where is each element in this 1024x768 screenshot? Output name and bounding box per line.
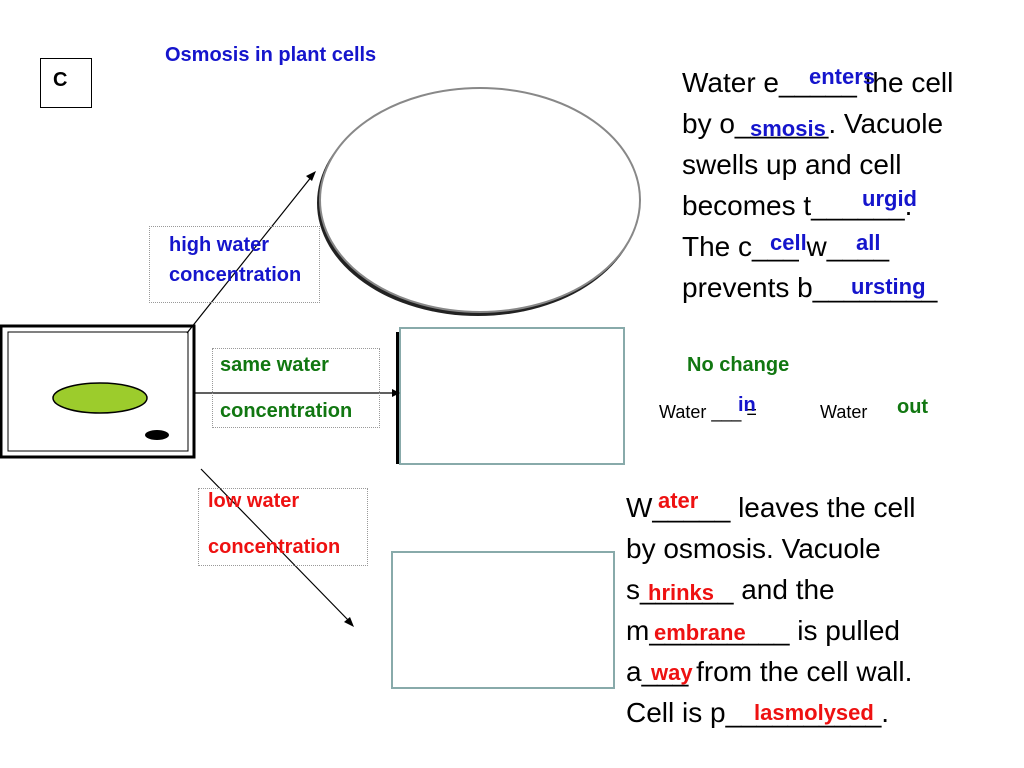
arrow-down-head: [344, 617, 354, 627]
answer-embrane: embrane: [654, 620, 746, 645]
nucleus: [145, 430, 169, 440]
turgid-cell: [319, 87, 641, 313]
answer-ursting: ursting: [851, 274, 926, 299]
same-water-box: [212, 348, 380, 428]
plasmolysed-line-5: a___ from the cell wall.: [626, 656, 913, 687]
arrow-down: [200, 468, 351, 623]
turgid-line-4: becomes t______.: [682, 190, 913, 221]
letter-box: C: [40, 58, 92, 108]
no-change-right: Water: [820, 402, 868, 422]
answer-way: way: [651, 660, 693, 685]
plasmolysed-line-1: W_____ leaves the cell: [626, 492, 916, 523]
answer-enters: enters: [809, 64, 876, 89]
low-water-box: [198, 488, 368, 566]
high-water-line2: concentration: [169, 264, 302, 286]
answer-smosis: smosis: [750, 116, 826, 141]
plasmolysed-line-6: Cell is p__________.: [626, 697, 890, 728]
plasmolysed-cell: [391, 551, 615, 689]
answer-cell: cell: [770, 230, 807, 255]
turgid-line-2: by o______. Vacuole: [682, 108, 944, 139]
same-water-line1: same water: [220, 354, 329, 376]
answer-ater: ater: [658, 488, 699, 513]
turgid-line-6: prevents b________: [682, 272, 938, 303]
low-water-line2: concentration: [208, 536, 341, 558]
turgid-line-5: The c___ w____: [682, 231, 890, 262]
high-water-box: [149, 226, 320, 303]
answer-lasmolysed: lasmolysed: [754, 700, 874, 725]
answer-urgid: urgid: [862, 186, 917, 211]
answer-out: out: [897, 396, 929, 418]
answer-hrinks: hrinks: [648, 580, 715, 605]
no-change-cell-shadow: [396, 332, 400, 464]
no-change-left: Water ___ =: [659, 402, 757, 422]
arrow-up: [186, 175, 313, 334]
plasmolysed-line-4: m_________ is pulled: [626, 615, 900, 646]
answer-all: all: [856, 230, 881, 255]
low-water-line1: low water: [208, 490, 300, 512]
turgid-line-3: swells up and cell: [682, 149, 902, 180]
letter-label: C: [53, 69, 68, 91]
no-change-cell: [399, 327, 625, 465]
arrow-right-head: [392, 389, 400, 397]
same-water-line2: concentration: [220, 400, 353, 422]
no-change-heading: No change: [687, 354, 790, 376]
plasmolysed-line-2: by osmosis. Vacuole: [626, 533, 881, 564]
arrow-up-head: [306, 171, 316, 181]
high-water-line1: high water: [169, 234, 270, 256]
plasmolysed-line-3: s______ and the: [626, 574, 835, 605]
vacuole: [52, 382, 148, 414]
page-title: Osmosis in plant cells: [165, 44, 377, 66]
turgid-line-1: Water e_____ the cell: [682, 67, 954, 98]
answer-in: in: [738, 394, 756, 416]
